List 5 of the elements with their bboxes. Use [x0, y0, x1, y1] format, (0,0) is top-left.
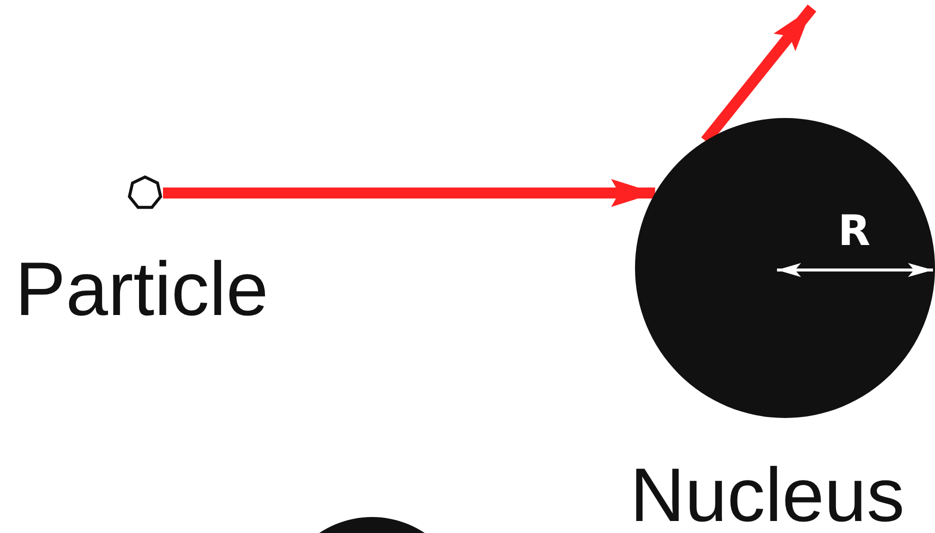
arrow [163, 179, 656, 207]
dimension-label: R [838, 210, 870, 252]
nucleus-circle [635, 118, 935, 418]
node-label: Nucleus [630, 458, 905, 533]
node-label: Particle [15, 252, 268, 328]
